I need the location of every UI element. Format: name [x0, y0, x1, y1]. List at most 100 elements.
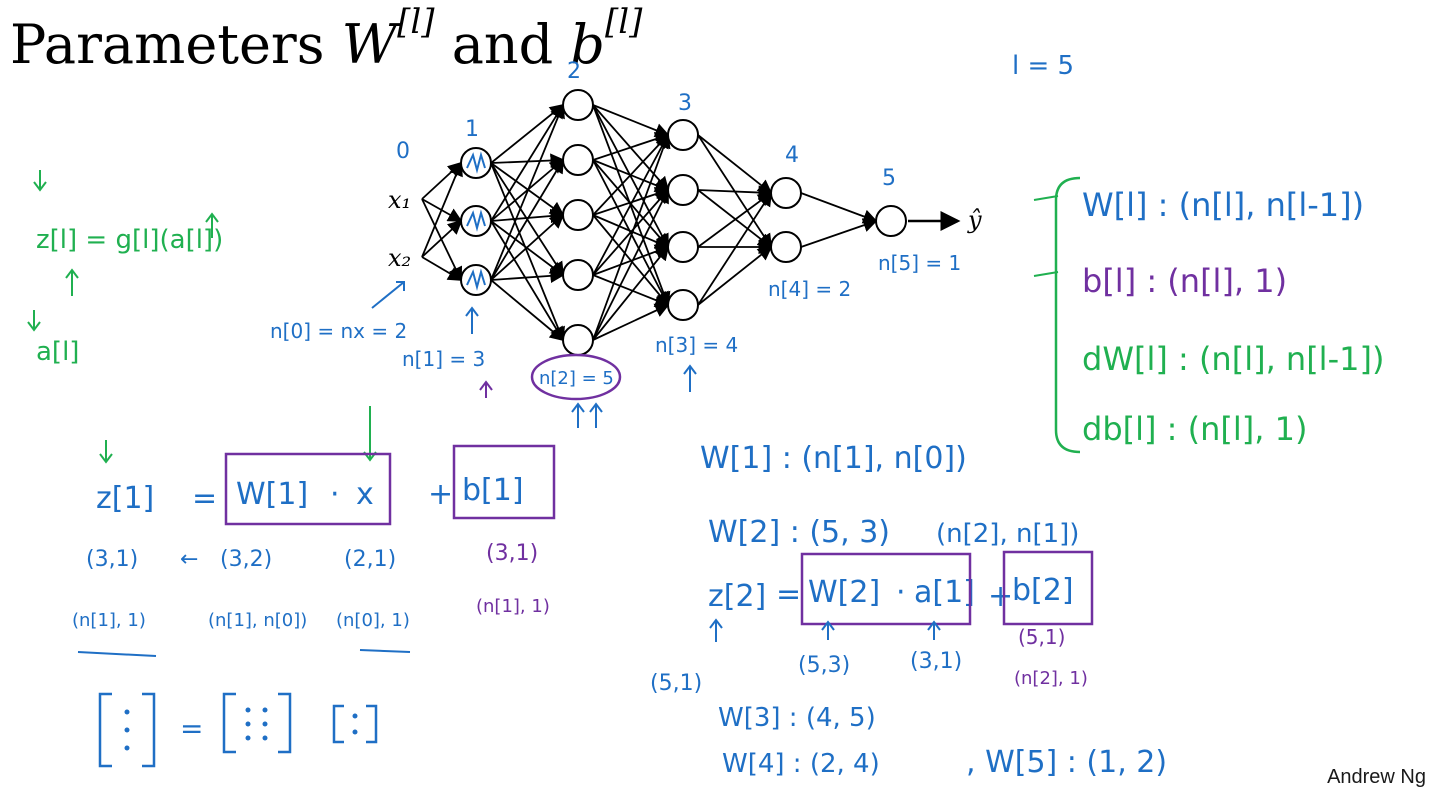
edge-l1-n0-to-n0	[490, 103, 565, 164]
node-layer2-unit3	[562, 199, 594, 231]
layer-number-5: 5	[882, 166, 896, 191]
matrix-dots	[124, 707, 358, 751]
edge-l2-n3-to-n3	[592, 274, 670, 308]
n2-pointer-arrows	[571, 402, 603, 428]
dims-b: b[l] : (n[l], 1)	[1082, 262, 1287, 300]
eq2-arrows	[709, 618, 941, 642]
n1-purple-arrow	[479, 380, 493, 398]
dims-db: db[l] : (n[l], 1)	[1082, 410, 1307, 448]
node-scribble-unit3	[466, 268, 486, 291]
edge-l1-n1-to-n0	[490, 103, 564, 222]
w4-dims: W[4] : (2, 4)	[722, 749, 880, 779]
layer-number-2: 2	[567, 59, 581, 84]
dims-bracket	[1054, 176, 1081, 454]
layer-size-0: n[0] = nx = 2	[270, 319, 407, 343]
activation-a-label: a[l]	[36, 337, 79, 367]
node-layer3-unit1	[667, 119, 699, 151]
edge-l3-n3-to-n0	[697, 191, 772, 306]
node-layer5-unit1	[875, 205, 907, 237]
node-layer4-unit1	[770, 177, 802, 209]
eq2-equals: =	[776, 577, 801, 612]
eq1-z-shape-n: (n[1], 1)	[72, 610, 146, 631]
node-scribble-unit2	[466, 209, 486, 232]
edge-l0-n1-to-n1	[421, 219, 463, 258]
eq1-w-shape-n: (n[1], n[0])	[208, 610, 307, 631]
edge-l0-n0-to-n0	[421, 161, 463, 200]
author-credit: Andrew Ng	[1327, 766, 1426, 788]
n0-pointer-arrow	[371, 281, 405, 309]
eq1-x-shape: (2,1)	[344, 547, 396, 572]
edge-l2-n0-to-n0	[592, 104, 670, 138]
edge-l1-n2-to-n3	[490, 268, 565, 284]
edge-l1-n2-to-n4	[490, 279, 565, 342]
w2-dims: W[2] : (5, 3)	[708, 515, 890, 550]
layer-size-2: n[2] = 5	[539, 368, 614, 389]
layer-size-1: n[1] = 3	[402, 347, 485, 371]
eq2-a: a[1]	[914, 575, 975, 610]
edge-l1-n0-to-n2	[490, 162, 565, 217]
n1-pointer-arrow	[465, 306, 479, 334]
eq2-b-box	[1002, 550, 1094, 626]
input-x2-label: x₂	[388, 244, 411, 272]
eq1-b-shape-n: (n[1], 1)	[476, 596, 550, 617]
edge-l3-n1-to-n1	[697, 189, 773, 249]
network-edges	[421, 103, 878, 342]
node-layer4-unit2	[770, 231, 802, 263]
eq2-lhs: z[2]	[708, 579, 766, 614]
eq1-z-shape: (3,1)	[86, 547, 138, 572]
activation-equation: z[l] = g[l](a[l])	[36, 225, 223, 255]
edge-l4-n1-to-n0	[800, 218, 878, 248]
eq2-z-shape: (5,1)	[650, 671, 702, 696]
dims-dw: dW[l] : (n[l], n[l-1])	[1082, 340, 1384, 378]
matrix-equals: =	[180, 712, 203, 745]
eq2-plus: +	[988, 579, 1013, 614]
matrix-sketch	[98, 692, 378, 768]
eq1-underlines	[77, 649, 411, 657]
eq2-b: b[2]	[1012, 573, 1074, 608]
n3-pointer-arrow	[683, 364, 697, 392]
eq2-dot: ·	[896, 575, 906, 610]
edge-l2-n2-to-n2	[592, 214, 670, 249]
edge-l4-n0-to-n0	[800, 192, 878, 224]
node-layer3-unit3	[667, 231, 699, 263]
edge-l2-n3-to-n0	[592, 133, 669, 276]
output-yhat-label: ŷ	[967, 206, 982, 234]
w1-dims: W[1] : (n[1], n[0])	[700, 441, 967, 476]
w5-dims: , W[5] : (1, 2)	[966, 745, 1167, 780]
w3-dims: W[3] : (4, 5)	[718, 703, 876, 733]
layer-size-4: n[4] = 2	[768, 277, 851, 301]
eq1-arrows	[99, 406, 377, 464]
edge-l2-n4-to-n1	[592, 188, 669, 341]
eq1-w: W[1]	[236, 477, 308, 512]
layer-number-1: 1	[465, 117, 479, 142]
edge-l2-n4-to-n2	[592, 245, 670, 341]
activation-arrows	[27, 170, 219, 332]
input-x1-label: x₁	[388, 186, 411, 214]
eq2-b-shape-n: (n[2], 1)	[1014, 668, 1088, 689]
eq2-b-shape: (5,1)	[1018, 625, 1065, 649]
edge-l1-n2-to-n0	[490, 103, 565, 281]
layer-size-3: n[3] = 4	[655, 333, 738, 357]
edge-l2-n2-to-n3	[592, 214, 670, 307]
edge-l3-n3-to-n1	[697, 245, 773, 306]
edge-l2-n4-to-n0	[592, 133, 671, 341]
edge-l0-n1-to-n2	[421, 256, 463, 281]
eq1-equals: =	[192, 481, 217, 516]
layer-size-5: n[5] = 1	[878, 251, 961, 275]
layer-number-0: 0	[396, 139, 410, 164]
edge-l2-n4-to-n3	[592, 303, 670, 341]
edge-l0-n1-to-n0	[421, 161, 463, 258]
eq1-b-box	[452, 444, 556, 520]
node-layer3-unit2	[667, 174, 699, 206]
node-layer2-unit1	[562, 89, 594, 121]
layer-number-4: 4	[785, 143, 799, 168]
eq1-plus: +	[428, 477, 453, 512]
eq1-b: b[1]	[462, 473, 524, 508]
node-layer3-unit4	[667, 289, 699, 321]
node-layer2-unit5	[562, 324, 594, 356]
eq1-w-box	[224, 452, 392, 526]
layer-number-3: 3	[678, 91, 692, 116]
w2-dims-n: (n[2], n[1])	[936, 519, 1079, 549]
edge-l1-n0-to-n4	[490, 162, 565, 342]
